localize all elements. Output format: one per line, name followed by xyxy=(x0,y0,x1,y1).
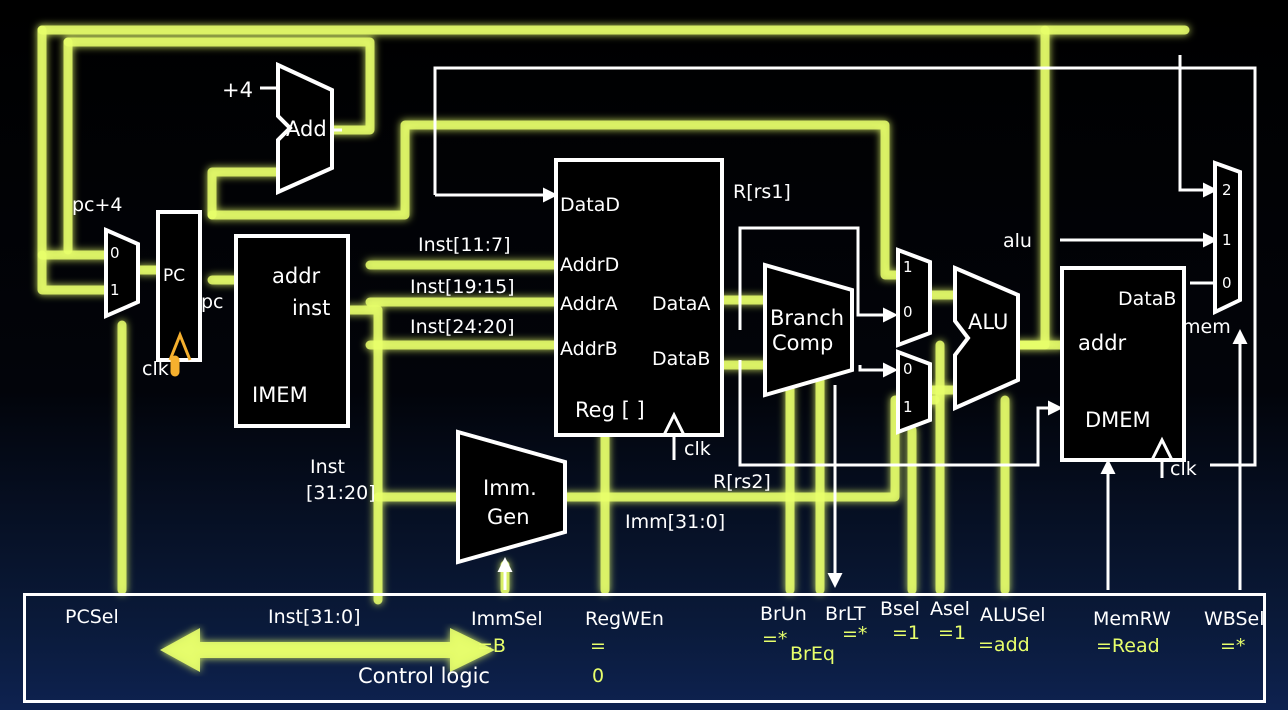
dmem-addr-label: addr xyxy=(1078,331,1127,355)
imm-gen-label-1: Imm. xyxy=(483,476,537,500)
pc-mux-0-label: 0 xyxy=(110,244,120,262)
reg-clk-mark xyxy=(662,411,686,436)
wb-mux-0-label: 0 xyxy=(1222,274,1232,292)
pc-block-label: PC xyxy=(163,266,186,286)
imem-addr-label: addr xyxy=(272,264,321,288)
inst-31-20-label-b: [31:20] xyxy=(306,482,376,504)
plus4-label: +4 xyxy=(222,78,253,102)
wbsel-value: =* xyxy=(1220,635,1246,657)
asel-label: Asel xyxy=(930,598,970,620)
b-mux-0-label: 0 xyxy=(903,360,913,378)
pc-wire-label: pc xyxy=(201,291,224,313)
regfile-addra-label: AddrA xyxy=(560,293,618,315)
hl-inst-bus xyxy=(343,305,383,605)
blocks xyxy=(104,61,1242,565)
pc-plus4-label: pc+4 xyxy=(72,194,123,216)
brun-value: =* xyxy=(762,628,788,650)
b-mux xyxy=(896,349,932,435)
inst-11-7-label: Inst[11:7] xyxy=(418,234,511,256)
wb-mux xyxy=(1213,160,1242,316)
bsel-label: Bsel xyxy=(880,598,920,620)
imm-gen-label-2: Gen xyxy=(487,505,530,529)
wb-mux-2-label: 2 xyxy=(1222,181,1232,199)
wire-datab-bmux xyxy=(858,362,898,378)
pc-clk-label: clk xyxy=(142,358,169,380)
alu-block xyxy=(953,264,1020,412)
wire-rs2-loop xyxy=(738,360,1063,467)
alusel-label: ALUSel xyxy=(980,604,1046,626)
wire-rs1-loop xyxy=(738,226,898,330)
r-rs2-label: R[rs2] xyxy=(713,471,771,493)
r-rs1-label: R[rs1] xyxy=(733,181,791,203)
bsel-value: =1 xyxy=(892,622,921,644)
branch-comp-block xyxy=(763,262,854,398)
immsel-value: =B xyxy=(477,635,506,657)
alu-out-label: alu xyxy=(1003,230,1032,252)
inst-24-20-label: Inst[24:20] xyxy=(410,316,515,338)
control-inst-arrow xyxy=(160,628,495,672)
inst-31-20-label-a: Inst xyxy=(310,456,345,478)
regfile-datad-label: DataD xyxy=(560,194,620,216)
brun-label: BrUn xyxy=(760,603,807,625)
pcsel-label: PCSel xyxy=(65,606,119,628)
a-mux-0-label: 0 xyxy=(903,303,913,321)
dmem-datab-label: DataB xyxy=(1118,288,1177,310)
regwen-value-b: 0 xyxy=(592,665,605,687)
hl-add-loop xyxy=(63,37,375,135)
dmem-clk-mark xyxy=(1150,436,1174,461)
pc-mux-1-label: 1 xyxy=(110,281,120,299)
memrw-value: =Read xyxy=(1096,635,1160,657)
memrw-label: MemRW xyxy=(1093,608,1171,630)
regfile-addrb-label: AddrB xyxy=(560,338,618,360)
hl-pc-to-pcmux1 xyxy=(37,250,113,295)
alusel-value: =add xyxy=(978,634,1030,656)
control-logic-box xyxy=(23,593,1266,703)
inst-19-15-label: Inst[19:15] xyxy=(410,276,515,298)
reg-clk-label: clk xyxy=(684,438,711,460)
immsel-label: ImmSel xyxy=(471,608,543,630)
branch-comp-label-1: Branch xyxy=(770,306,845,330)
a-mux-1-label: 1 xyxy=(903,258,913,276)
imem-block xyxy=(234,234,350,428)
hl-pc-to-amux xyxy=(207,120,905,280)
regwen-label: RegWEn xyxy=(585,608,664,630)
pc-mux xyxy=(104,226,140,320)
dmem-block xyxy=(1060,266,1186,462)
imm-label: Imm[31:0] xyxy=(625,511,726,533)
mem-out-label: mem xyxy=(1182,316,1231,338)
pc-clk-mark xyxy=(168,330,192,361)
wires xyxy=(260,55,1257,590)
hl-pc-mux-0 xyxy=(37,25,113,260)
regfile-block xyxy=(554,158,724,437)
clock-marks xyxy=(168,330,1174,478)
alu-label: ALU xyxy=(968,310,1009,334)
brlt-value: =* xyxy=(842,623,868,645)
control-logic-title: Control logic xyxy=(358,664,490,688)
dmem-clk-label: clk xyxy=(1170,458,1197,480)
imm-gen-block xyxy=(456,429,567,565)
brlt-label: BrLT xyxy=(825,603,866,625)
a-mux xyxy=(896,247,932,348)
wire-to-wb2 xyxy=(1178,55,1218,198)
regfile-datab-label: DataB xyxy=(652,348,711,370)
imem-inst-label: inst xyxy=(292,296,331,320)
b-mux-1-label: 1 xyxy=(903,398,913,416)
asel-value: =1 xyxy=(938,622,967,644)
wb-mux-1-label: 1 xyxy=(1222,231,1232,249)
adder-block xyxy=(276,61,334,196)
hl-pc-add-a xyxy=(207,167,285,220)
regwen-value-a: = xyxy=(590,635,606,657)
regfile-addrd-label: AddrD xyxy=(560,254,620,276)
highlighted-paths xyxy=(37,25,1190,605)
breq-label: BrEq xyxy=(790,643,835,665)
add-label: Add xyxy=(286,117,327,141)
wbsel-label: WBSel xyxy=(1204,608,1265,630)
ctrl-inst-label: Inst[31:0] xyxy=(268,606,361,628)
regfile-name-label: Reg [ ] xyxy=(575,398,645,422)
dmem-label: DMEM xyxy=(1085,408,1151,432)
branch-comp-label-2: Comp xyxy=(772,331,834,355)
regfile-dataa-label: DataA xyxy=(652,293,711,315)
imem-label: IMEM xyxy=(252,383,308,407)
